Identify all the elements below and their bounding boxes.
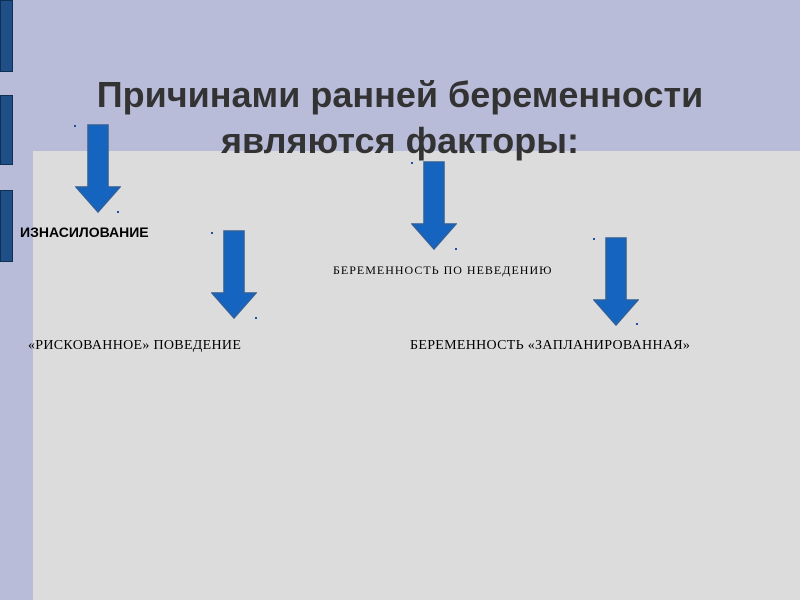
decor-dot: [117, 211, 119, 213]
slide-title: Причинами ранней беременности являются ф…: [0, 72, 800, 164]
decor-dot: [255, 317, 257, 319]
decor-dot: [411, 162, 413, 164]
factor-label-rape: ИЗНАСИЛОВАНИЕ: [20, 224, 149, 240]
slide-title-line2: являются факторы:: [221, 120, 579, 161]
decor-dot: [74, 125, 76, 127]
slide-title-line1: Причинами ранней беременности: [96, 74, 704, 115]
decor-tab: [0, 190, 13, 262]
arrow-down-icon: [411, 161, 457, 251]
decor-dot: [593, 238, 595, 240]
decor-dot: [636, 323, 638, 325]
decor-dot: [455, 248, 457, 250]
arrow-down-icon: [75, 124, 121, 214]
arrow-down-icon: [593, 237, 639, 327]
factor-label-unaware-pregnancy: БЕРЕМЕННОСТЬ ПО НЕВЕДЕНИЮ: [333, 263, 553, 277]
left-decor-strip: [0, 0, 16, 600]
arrow-down-icon: [211, 230, 257, 320]
decor-tab: [0, 95, 13, 165]
factor-label-planned-pregnancy: БЕРЕМЕННОСТЬ «ЗАПЛАНИРОВАННАЯ»: [410, 338, 691, 353]
decor-dot: [211, 232, 213, 234]
factor-label-risky-behavior: «РИСКОВАННОЕ» ПОВЕДЕНИЕ: [28, 338, 242, 353]
decor-tab: [0, 0, 13, 72]
